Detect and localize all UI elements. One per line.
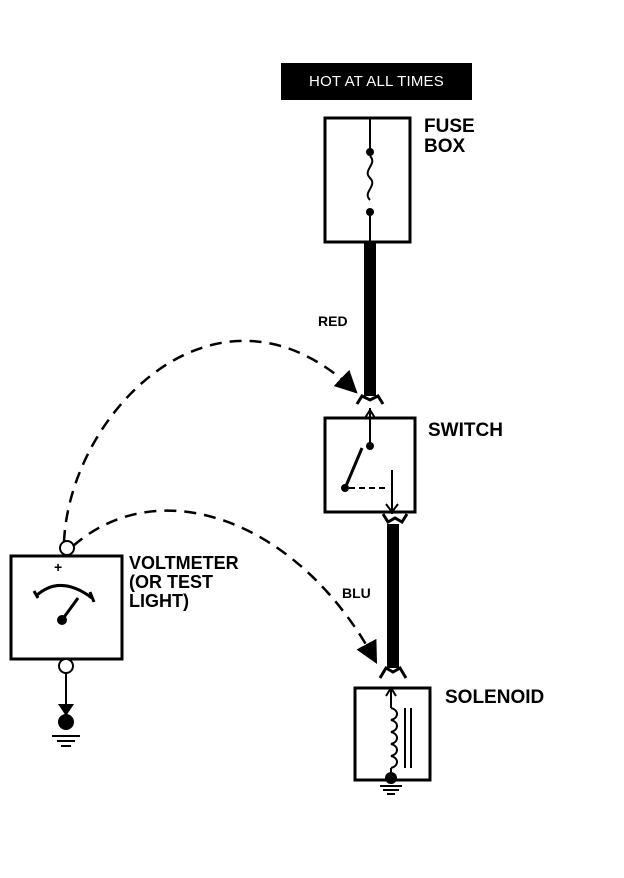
solenoid-ground-icon	[380, 785, 402, 795]
blu-wire-connector-top	[381, 513, 409, 525]
voltmeter	[9, 540, 124, 674]
solenoid	[353, 686, 432, 784]
fuse-box-label: FUSE BOX	[424, 116, 475, 157]
red-wire	[364, 242, 376, 396]
blu-wire-connector-bottom	[378, 665, 408, 679]
switch-label: SWITCH	[428, 420, 503, 441]
switch	[323, 408, 417, 514]
hot-at-all-times-label: HOT AT ALL TIMES	[281, 63, 472, 100]
red-wire-connector	[355, 394, 385, 405]
blu-wire-label: BLU	[342, 585, 371, 601]
blu-wire	[387, 524, 399, 668]
test-lead-to-solenoid-input	[72, 509, 378, 664]
solenoid-label: SOLENOID	[445, 687, 545, 708]
fuse-box	[323, 116, 412, 244]
red-wire-label: RED	[318, 313, 348, 329]
voltmeter-plus-sign: +	[54, 559, 63, 575]
voltmeter-ground-icon	[52, 673, 80, 747]
test-lead-to-switch-input	[62, 339, 358, 543]
voltmeter-label: VOLTMETER (OR TEST LIGHT)	[129, 553, 239, 611]
